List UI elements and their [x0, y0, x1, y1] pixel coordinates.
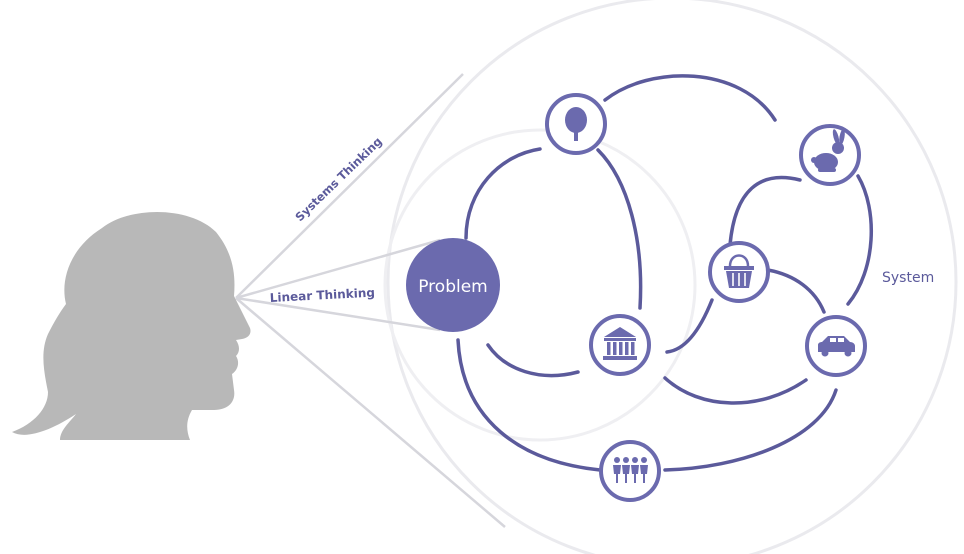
- people-node: [599, 440, 661, 502]
- linear-thinking-label: Linear Thinking: [269, 286, 375, 305]
- rabbit-icon: [811, 129, 845, 172]
- system-label: System: [882, 270, 934, 286]
- conn-bank-car: [663, 376, 808, 405]
- ray-problem-top: [235, 238, 441, 300]
- car-node: [805, 315, 867, 377]
- car-icon: [818, 336, 855, 357]
- conn-problem-tree: [464, 147, 542, 240]
- conn-rabbit-basket: [728, 175, 802, 247]
- ray-upper: [235, 73, 464, 299]
- problem-circle: [406, 238, 500, 332]
- sight-rays: [235, 73, 506, 528]
- problem-label: Problem: [418, 277, 488, 297]
- conn-basket-bank: [665, 298, 714, 354]
- ray-lower: [235, 297, 506, 528]
- conn-basket-car: [766, 268, 826, 314]
- basket-node: [708, 241, 770, 303]
- tree-node: [545, 93, 607, 155]
- people-icon: [613, 457, 648, 483]
- bank-icon: [603, 327, 637, 360]
- tree-icon: [565, 107, 587, 141]
- head-silhouette: [12, 211, 251, 440]
- basket-icon: [724, 254, 754, 288]
- conn-tree-bank: [596, 148, 643, 310]
- systems-thinking-label: Systems Thinking: [292, 134, 384, 224]
- conn-rabbit-car: [846, 174, 874, 306]
- rabbit-node: [799, 124, 861, 186]
- conn-problem-bank: [486, 343, 580, 378]
- system-boundary-circle: [386, 0, 958, 554]
- conn-people-car: [663, 388, 838, 472]
- conn-tree-rabbit: [603, 74, 777, 122]
- bank-node: [589, 314, 651, 376]
- problem-node: Problem: [406, 238, 500, 332]
- inner-ring-circle: [383, 128, 697, 442]
- ray-problem-bottom: [235, 296, 441, 332]
- conn-problem-people: [456, 338, 602, 472]
- connections: [456, 74, 874, 472]
